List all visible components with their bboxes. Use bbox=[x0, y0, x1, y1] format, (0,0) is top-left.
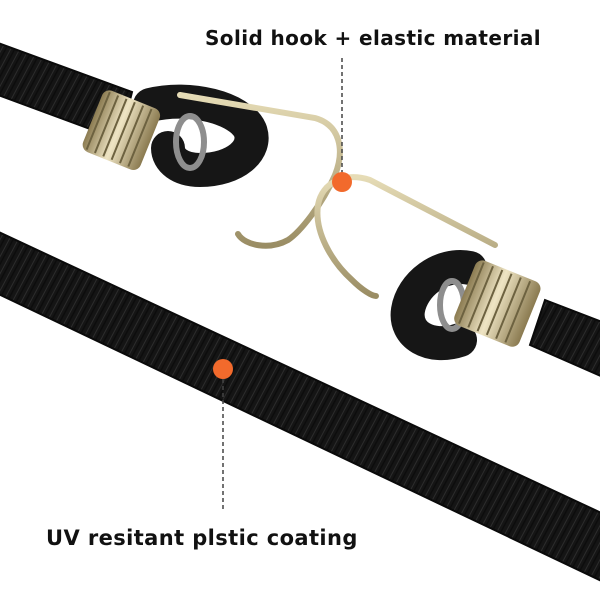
right-coil-spring bbox=[454, 260, 541, 347]
hook-callout-label: Solid hook + elastic material bbox=[205, 26, 542, 50]
left-coil-spring bbox=[82, 90, 161, 171]
coating-callout-label: UV resitant plstic coating bbox=[46, 526, 358, 550]
cord-marker-dot bbox=[213, 359, 233, 379]
hook-marker-dot bbox=[332, 172, 352, 192]
main-cord bbox=[0, 231, 600, 582]
